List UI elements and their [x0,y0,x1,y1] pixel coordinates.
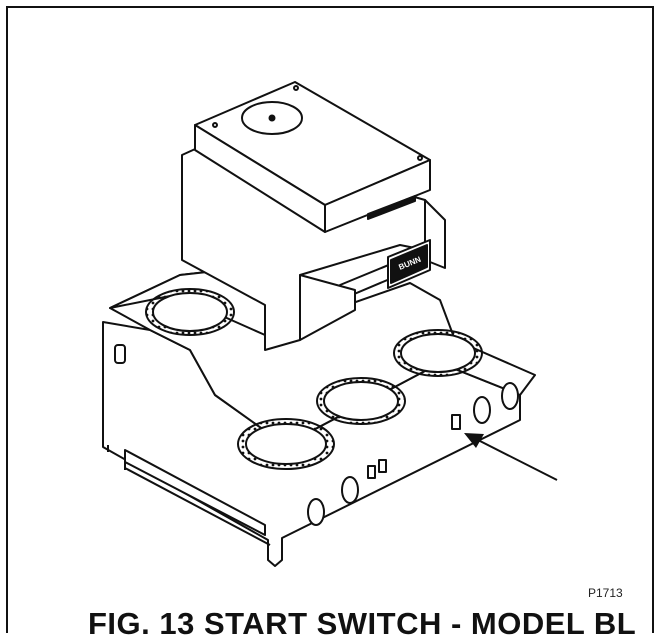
knob-3 [473,396,491,424]
switch-1 [367,465,376,479]
knob-4 [501,382,519,410]
pointer-arrow-head [464,433,484,448]
knob-1 [307,498,325,526]
sprayhead-cabinet-side [324,159,431,233]
start-switch [451,414,461,430]
drip-tray [124,449,266,536]
funnel-slot [367,195,416,220]
figure-caption: FIG. 13 START SWITCH - MODEL BL [88,606,637,641]
part-number: P1713 [588,586,623,600]
upper-housing-face [339,199,446,301]
pointer-arrow-line [477,439,558,481]
knob-2 [341,476,359,504]
figure-border [6,6,654,633]
coffee-brewer-illustration [102,81,536,567]
side-handle [114,344,126,364]
switch-2 [378,459,387,473]
